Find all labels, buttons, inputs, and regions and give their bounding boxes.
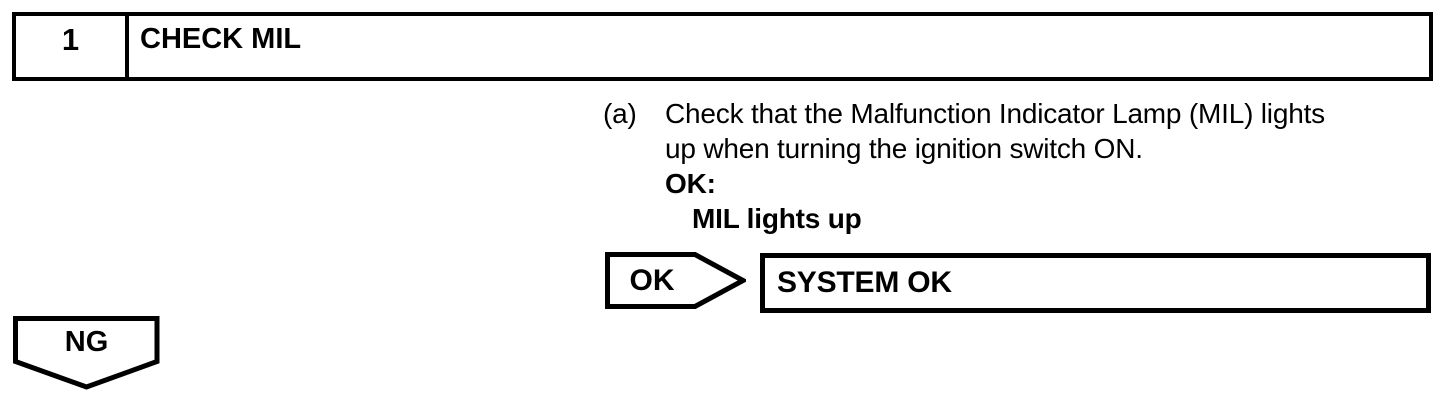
instruction-item-label: (a) bbox=[603, 98, 637, 129]
result-box: SYSTEM OK bbox=[760, 253, 1431, 313]
ng-connector-label: NG bbox=[64, 325, 109, 358]
step-number: 1 bbox=[61, 22, 80, 57]
instruction-line: up when turning the ignition switch ON. bbox=[665, 133, 1143, 164]
result-text: SYSTEM OK bbox=[777, 266, 952, 299]
ok-connector-label: OK bbox=[629, 263, 675, 297]
step-title-cell: CHECK MIL bbox=[129, 16, 1429, 77]
step-number-cell: 1 bbox=[16, 16, 129, 77]
ok-connector: OK bbox=[605, 252, 746, 309]
ok-heading: OK: bbox=[665, 168, 716, 199]
ng-connector: NG bbox=[13, 316, 160, 390]
ok-condition: MIL lights up bbox=[692, 203, 862, 234]
step-title: CHECK MIL bbox=[140, 23, 302, 55]
step-header-row: 1 CHECK MIL bbox=[12, 12, 1433, 81]
ng-arrow-shape bbox=[13, 316, 160, 390]
ok-arrow-shape bbox=[605, 252, 746, 309]
instruction-block: (a) Check that the Malfunction Indicator… bbox=[603, 96, 1325, 236]
instruction-body: Check that the Malfunction Indicator Lam… bbox=[665, 96, 1325, 236]
instruction-line: Check that the Malfunction Indicator Lam… bbox=[665, 98, 1325, 129]
